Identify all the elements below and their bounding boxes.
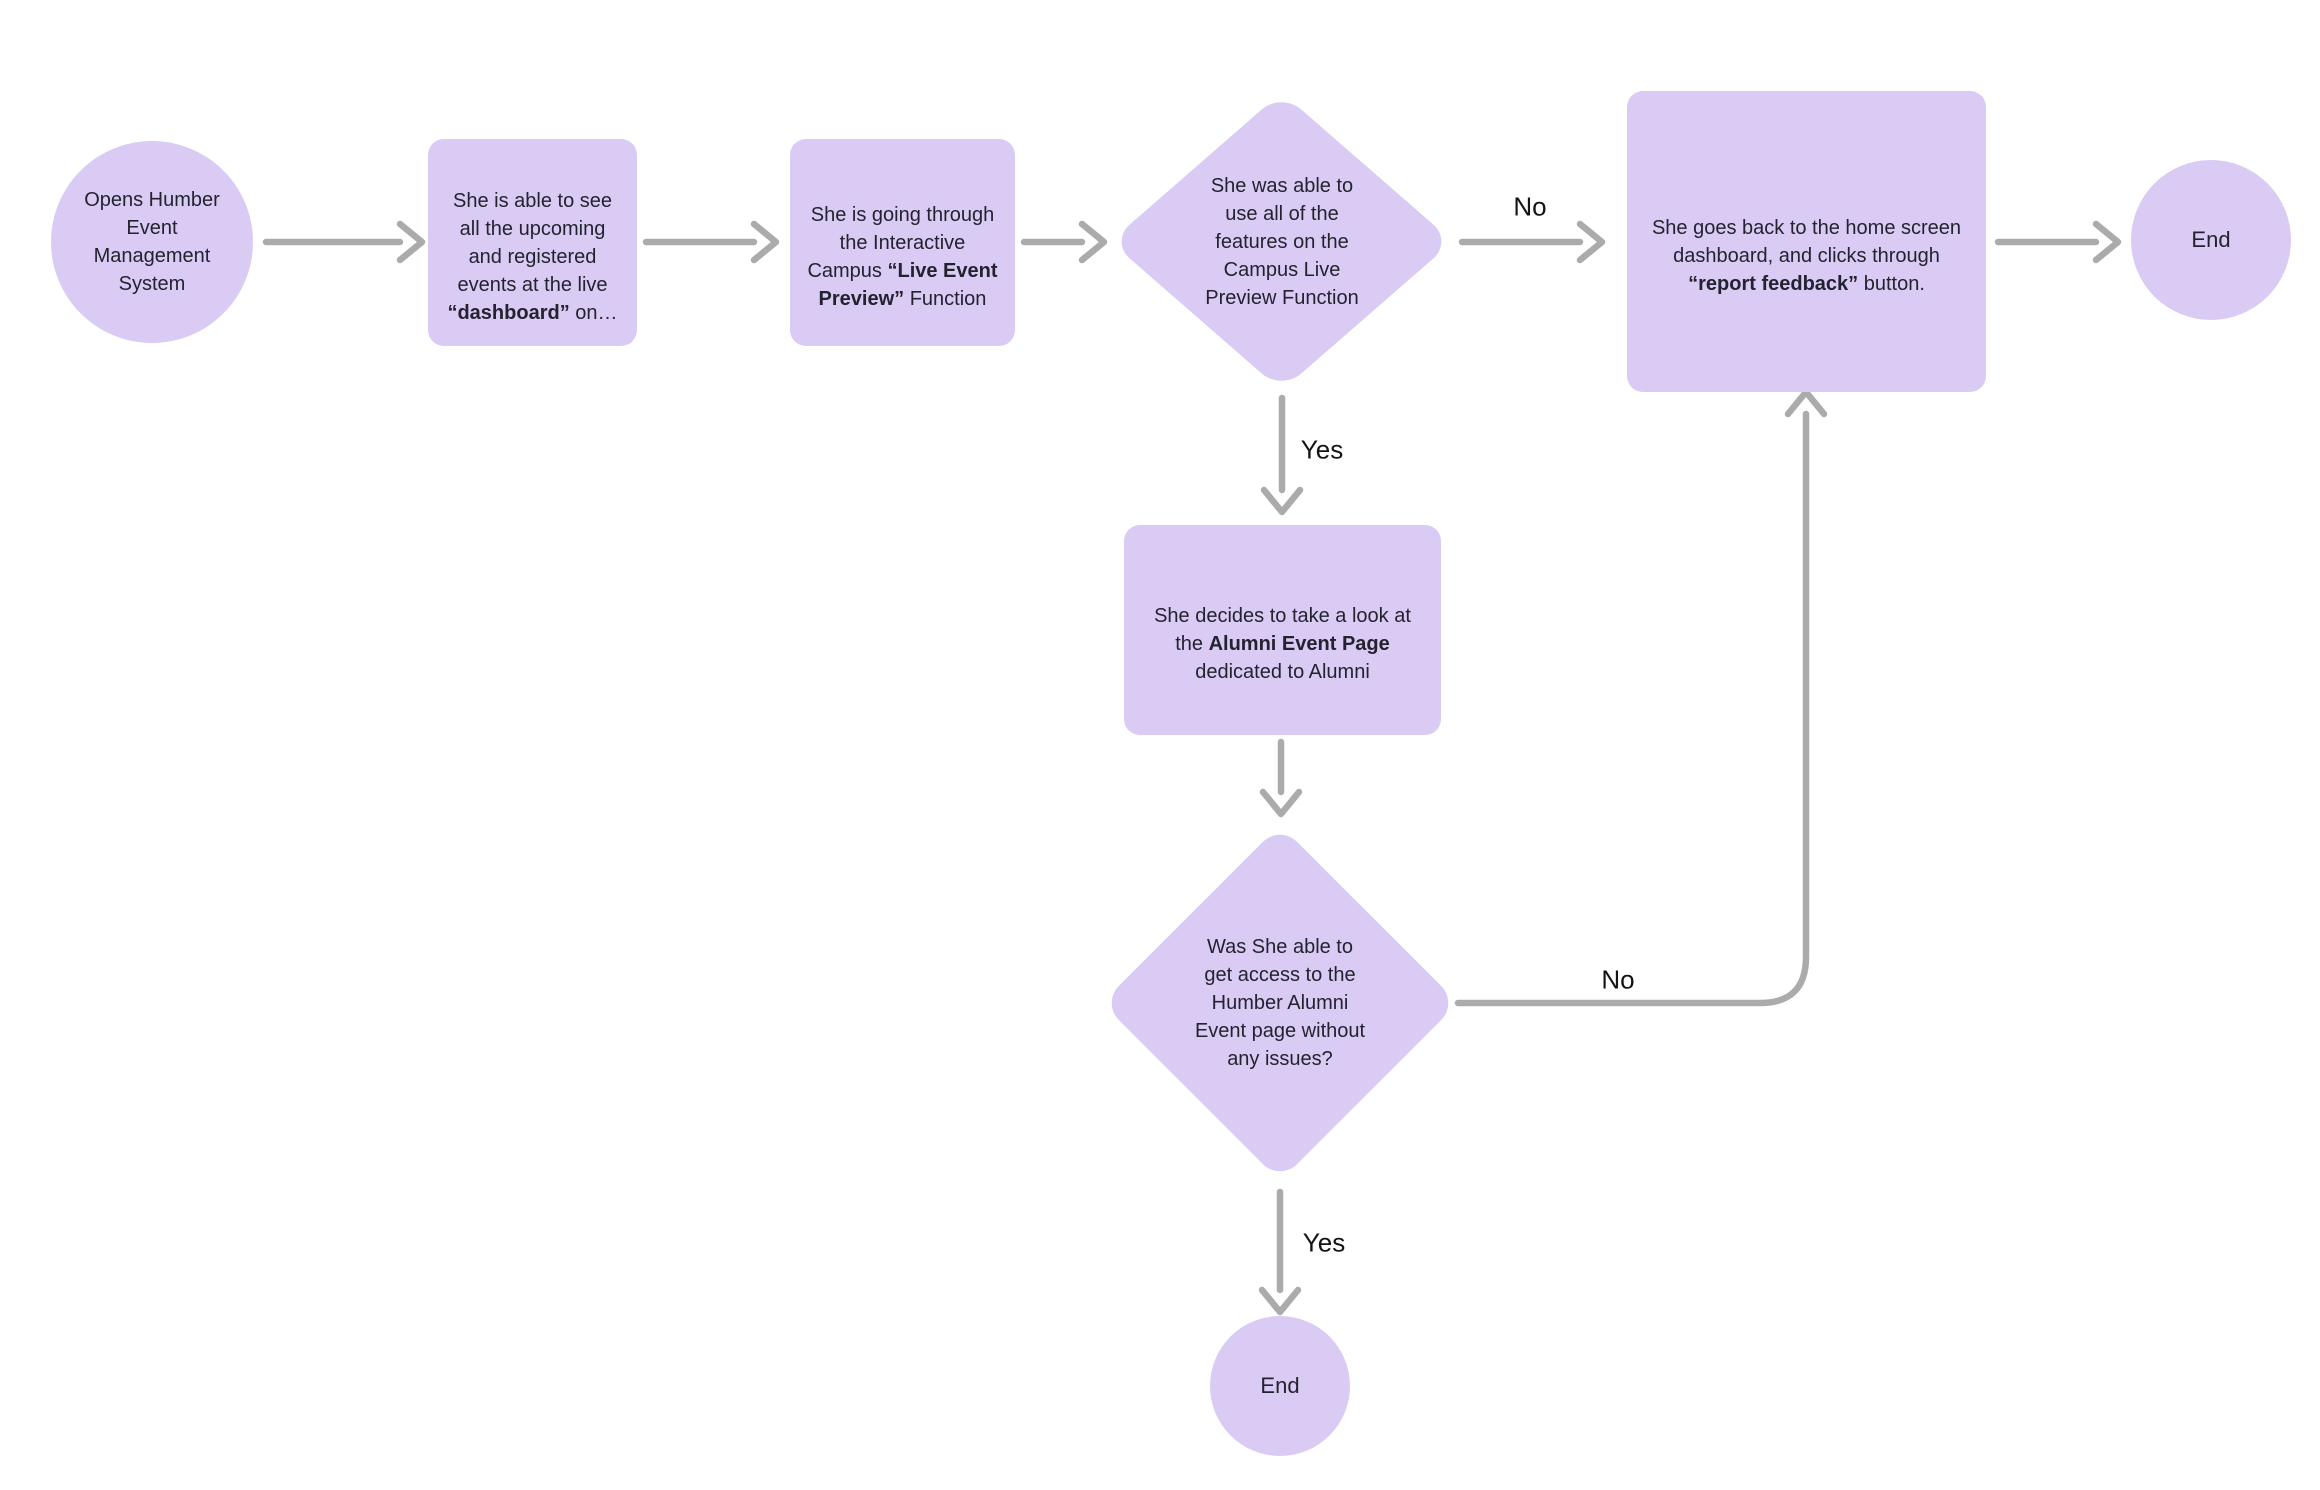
live-preview-step-text: She is going through the Interactive Cam… <box>807 173 997 313</box>
edge-label-yes-top: Yes <box>1300 434 1344 465</box>
live-preview-step-node: She is going through the Interactive Cam… <box>790 139 1015 346</box>
alumni-page-step-text: She decides to take a look at the Alumni… <box>1154 574 1411 686</box>
text-segment: She goes back to the home screen dashboa… <box>1651 216 1962 267</box>
edge-decision2-no-to-feedback <box>1454 388 1828 1007</box>
text-segment: on… <box>569 301 618 324</box>
text-segment: She decides to take a look at the <box>1154 605 1411 655</box>
text-segment-bold: “dashboard” <box>447 301 570 324</box>
edge-label-yes-bottom: Yes <box>1302 1227 1346 1258</box>
text-segment: Function <box>904 287 987 310</box>
features-decision-text: She was able to use all of the features … <box>1111 93 1453 391</box>
report-feedback-step-node: She goes back to the home screen dashboa… <box>1627 91 1986 392</box>
end-node-bottom-text: End <box>1260 1373 1300 1398</box>
features-decision-node: She was able to use all of the features … <box>1110 92 1453 391</box>
edge-label-no-top: No <box>1513 191 1547 222</box>
dashboard-step-node: She is able to see all the upcoming and … <box>428 139 637 346</box>
start-node: Opens Humber Event Management System <box>51 141 253 343</box>
end-node-top-text: End <box>2191 227 2231 252</box>
text-segment-bold: Alumni Event Page <box>1208 633 1390 655</box>
text-segment: dedicated to Alumni <box>1195 661 1370 683</box>
text-segment: She is going through the Interactive Cam… <box>807 203 995 282</box>
text-segment: Was She able to get access to the Humber… <box>1194 936 1366 1070</box>
edge-label-no-return: No <box>1601 964 1635 995</box>
text-segment: She was able to use all of the features … <box>1205 175 1359 309</box>
alumni-page-step-node: She decides to take a look at the Alumni… <box>1124 525 1441 735</box>
start-node-text: Opens Humber Event Management System <box>84 189 220 295</box>
report-feedback-step-text: She goes back to the home screen dashboa… <box>1652 186 1961 298</box>
dashboard-step-text: She is able to see all the upcoming and … <box>447 159 617 327</box>
text-segment-bold: “Live Event Preview” <box>818 259 998 310</box>
end-node-top: End <box>2131 160 2291 320</box>
alumni-access-decision-text: Was She able to get access to the Humber… <box>1102 825 1458 1181</box>
alumni-access-decision-node: Was She able to get access to the Humber… <box>1101 824 1459 1182</box>
text-segment: button. <box>1858 272 1925 295</box>
text-segment-bold: “report feedback” <box>1688 272 1859 295</box>
text-segment: She is able to see all the upcoming and … <box>453 189 612 296</box>
end-node-bottom: End <box>1210 1316 1350 1456</box>
